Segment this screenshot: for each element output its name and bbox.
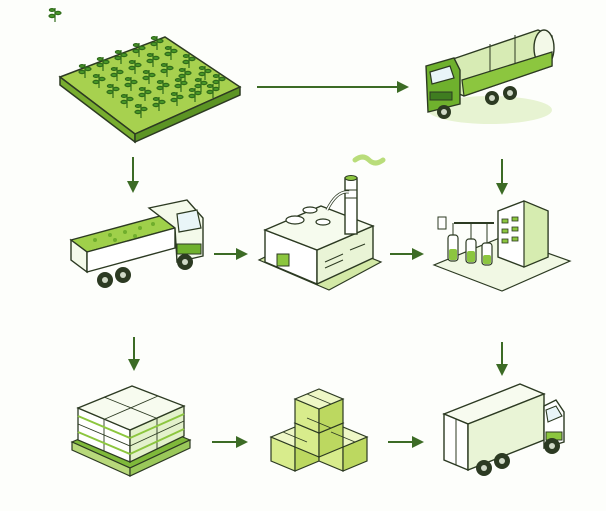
dump-truck-icon [69,199,204,288]
arrow-boxes-to-deliverytruck [388,436,424,448]
crop-field-icon [48,8,242,144]
pallet-boxes-icon [70,385,192,477]
boxes-stack-icon [269,388,369,472]
arrow-field-to-dumptruck [127,157,139,193]
arrow-pallet-to-boxes [212,436,248,448]
arrow-dumptruck-to-factory [214,248,248,260]
arrow-lab-to-deliverytruck [496,342,508,376]
box-truck-icon [442,383,565,476]
lab-equipment-icon [432,200,572,292]
arrow-field-to-tanker [257,81,409,93]
tanker-truck-icon [425,29,555,124]
arrow-factory-to-lab [390,248,424,260]
arrow-tanker-to-lab [496,159,508,195]
arrow-dumptruck-to-pallet [128,337,140,371]
factory-icon [257,154,386,291]
